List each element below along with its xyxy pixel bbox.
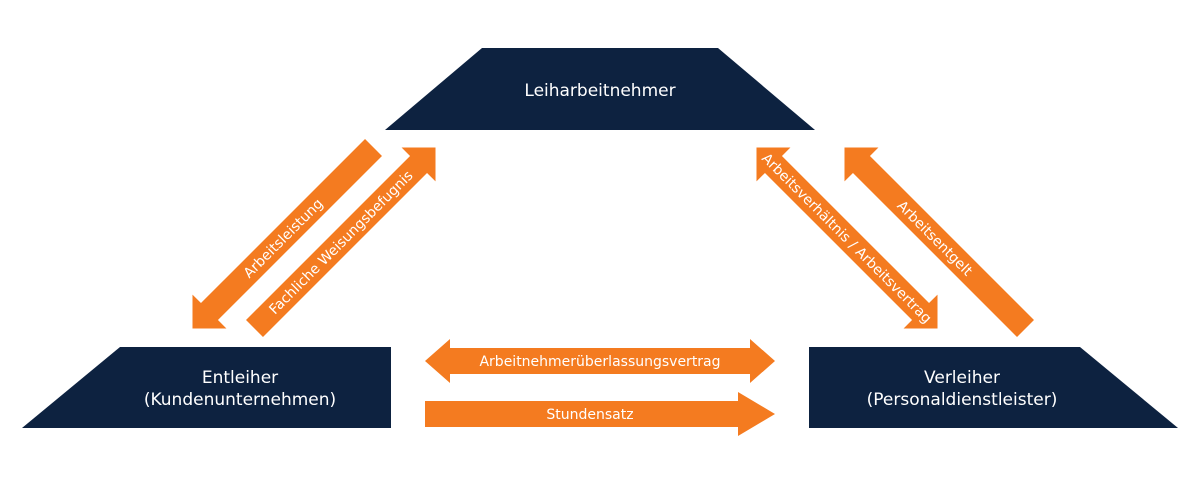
node-leiharbeitnehmer-shape (385, 48, 815, 130)
node-entleiher-label-line2: (Kundenunternehmen) (144, 390, 336, 410)
node-leiharbeitnehmer: Leiharbeitnehmer (385, 48, 815, 130)
node-entleiher-label-line1: Entleiher (202, 368, 278, 388)
arrow-ueberlassungsvertrag-shape (425, 339, 775, 383)
node-verleiher-label-line2: (Personaldienstleister) (867, 390, 1058, 410)
node-entleiher: Entleiher (Kundenunternehmen) (22, 347, 391, 428)
arrow-ueberlassungsvertrag: Arbeitnehmerüberlassungsvertrag (425, 339, 775, 383)
arrow-arbeitsverhaeltnis-shape (756, 147, 938, 329)
arrow-arbeitsleistung-shape (192, 139, 382, 329)
node-leiharbeitnehmer-label: Leiharbeitnehmer (524, 81, 675, 101)
arrow-ueberlassungsvertrag-label: Arbeitnehmerüberlassungsvertrag (479, 354, 720, 370)
node-entleiher-shape (22, 347, 391, 428)
arrow-weisungsbefugnis-shape (246, 147, 436, 337)
arrow-stundensatz-shape (425, 392, 775, 436)
arrow-stundensatz-label: Stundensatz (546, 407, 633, 423)
node-verleiher: Verleiher (Personaldienstleister) (809, 347, 1178, 428)
arrow-stundensatz: Stundensatz (425, 392, 775, 436)
node-verleiher-shape (809, 347, 1178, 428)
arrow-arbeitsentgelt-label: Arbeitsentgelt (894, 198, 976, 280)
arrow-arbeitsentgelt-shape (844, 147, 1034, 337)
node-verleiher-label-line1: Verleiher (924, 368, 1000, 388)
